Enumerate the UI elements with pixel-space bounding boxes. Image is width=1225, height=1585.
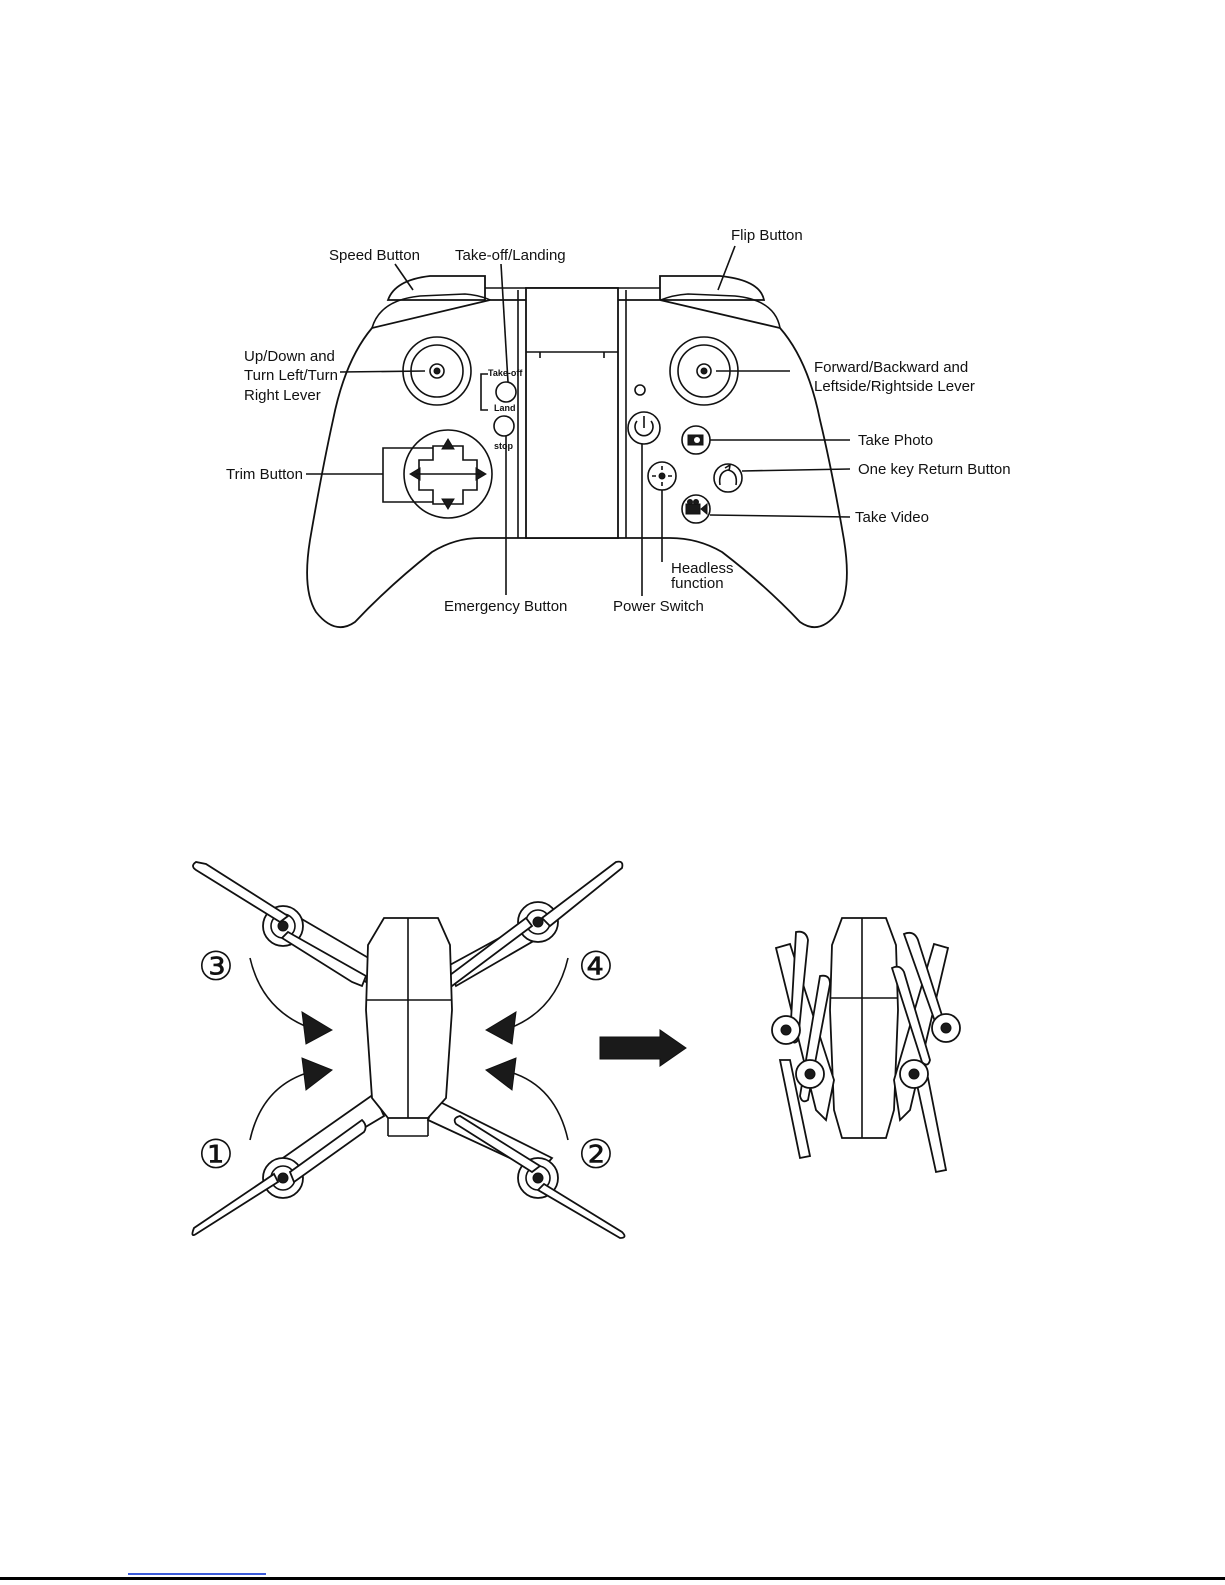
fold-arrow-1	[250, 1058, 332, 1140]
label-right-lever-1: Forward/Backward and	[814, 359, 968, 376]
trim-dpad	[404, 430, 492, 518]
step-number-3: ③	[198, 944, 234, 990]
propeller-br-a	[538, 1184, 625, 1238]
headless-button	[648, 462, 676, 490]
drone-body	[366, 918, 452, 1118]
label-speed-button: Speed Button	[329, 247, 420, 264]
label-right-lever-2: Leftside/Rightside Lever	[814, 378, 975, 395]
propeller-tl-a	[193, 862, 288, 922]
label-left-lever-3: Right Lever	[244, 387, 321, 404]
propeller-br-b	[455, 1116, 540, 1172]
svg-text:Land: Land	[494, 403, 516, 413]
label-emergency-button: Emergency Button	[444, 598, 567, 615]
propeller-tr-a	[542, 862, 622, 926]
fold-arrow-3	[250, 958, 332, 1044]
footer-link-underline	[128, 1573, 266, 1575]
controller-diagram: Take-off Land stop	[226, 227, 1011, 627]
propeller-bl-a	[192, 1174, 278, 1235]
flip-button-bumper	[660, 276, 764, 300]
footer-rule	[0, 1577, 1225, 1580]
label-left-lever-1: Up/Down and	[244, 348, 335, 365]
speed-button-bumper	[388, 276, 485, 300]
arm-rear-left	[280, 1094, 384, 1172]
folded-prop-right-3	[916, 1078, 946, 1172]
fold-arrow-4	[486, 958, 568, 1044]
label-flip-button: Flip Button	[731, 227, 803, 244]
step-number-4: ④	[578, 944, 614, 990]
label-one-key-return: One key Return Button	[858, 461, 1011, 478]
svg-text:Take-off: Take-off	[488, 368, 523, 378]
drone-unfolded: ③ ④ ① ②	[192, 862, 624, 1238]
label-left-lever-2: Turn Left/Turn	[244, 367, 338, 384]
label-take-video: Take Video	[855, 509, 929, 526]
label-power-switch: Power Switch	[613, 598, 704, 615]
step-number-1: ①	[198, 1132, 234, 1178]
label-headless-2: function	[671, 575, 724, 592]
label-trim-button: Trim Button	[226, 466, 303, 483]
fold-arrow-2	[486, 1058, 568, 1140]
propeller-tr-b	[446, 918, 532, 986]
drone-folded	[772, 918, 960, 1172]
phone-holder	[526, 288, 618, 538]
label-take-photo: Take Photo	[858, 432, 933, 449]
svg-text:stop: stop	[494, 441, 514, 451]
label-takeoff-landing: Take-off/Landing	[455, 247, 566, 264]
transition-arrow	[600, 1030, 686, 1066]
folded-body	[830, 918, 898, 1138]
step-number-2: ②	[578, 1132, 614, 1178]
